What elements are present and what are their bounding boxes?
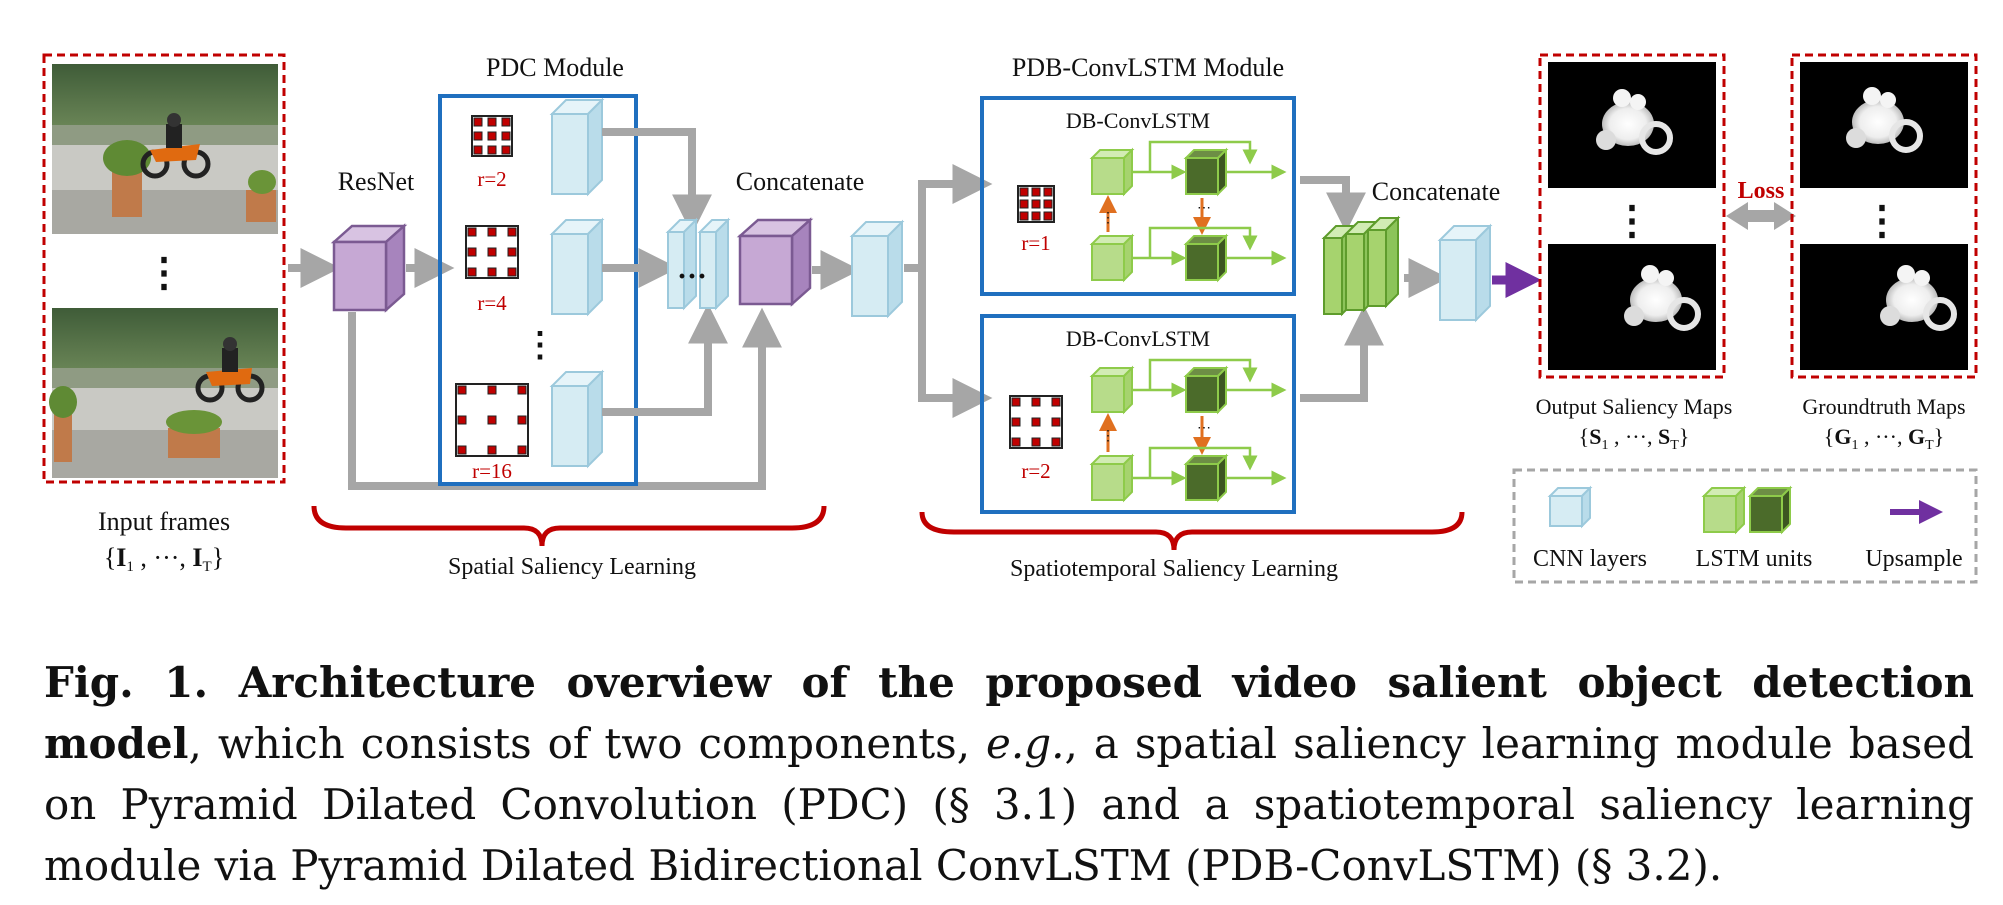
brace-spatiotemporal-label: Spatiotemporal Saliency Learning <box>1010 556 1338 582</box>
pdc-rate-4: r=4 <box>477 291 507 315</box>
pdc-ellipsis: ⋮ <box>523 327 557 364</box>
concat-stack-1: ··· <box>667 219 729 309</box>
input-frames-label: Input frames <box>98 507 230 536</box>
brace-spatial <box>311 505 827 547</box>
svg-text:⋮: ⋮ <box>1101 429 1115 444</box>
output-maps-box <box>1538 53 1726 379</box>
groundtruth-label: Groundtruth Maps <box>1802 394 1965 419</box>
legend: CNN layers LSTM units Upsample <box>1512 468 1978 584</box>
svg-text:⋮: ⋮ <box>1862 198 1902 243</box>
legend-lstm-label: LSTM units <box>1696 546 1813 572</box>
output-saliency-maps: ⋮ Output Saliency Maps {S1 , ···, ST} <box>1536 53 1733 453</box>
dilation-grid-r2 <box>471 115 513 157</box>
pdb-rate-1: r=1 <box>1021 231 1050 255</box>
pdc-branch-cube-3 <box>551 371 603 467</box>
arrow-top-to-concat2 <box>1300 176 1366 233</box>
svg-text:⋮: ⋮ <box>1612 198 1652 243</box>
arrow-branch3-to-concat <box>602 303 728 416</box>
output-maps-set: {S1 , ···, ST} <box>1579 424 1690 453</box>
concatenate-label-2: Concatenate <box>1372 177 1501 206</box>
lstm-light-top-1 <box>1091 149 1133 195</box>
dbconvlstm-bottom-box <box>980 314 1296 514</box>
legend-cnn-label: CNN layers <box>1533 546 1647 572</box>
pdb-rate-2: r=2 <box>1021 459 1050 483</box>
figure-caption: Fig. 1. Architecture overview of the pro… <box>44 652 1974 896</box>
caption-title: Fig. 1. Architecture overview of the pro… <box>44 658 1974 768</box>
legend-upsample-label: Upsample <box>1865 546 1962 572</box>
legend-lstm-icon <box>1703 487 1791 533</box>
pdc-rate-2: r=2 <box>477 167 506 191</box>
groundtruth-maps: ⋮ Groundtruth Maps {G1 , ···, GT} <box>1790 53 1978 453</box>
lstm-light-bottom-1 <box>1091 367 1133 413</box>
final-cnn-cube <box>1439 225 1491 321</box>
arrow-bottom-to-concat2 <box>1300 305 1384 402</box>
lstm-dark-top-1 <box>1185 149 1227 195</box>
dilation-grid-r1 <box>1017 185 1055 223</box>
lstm-light-top-2 <box>1091 235 1133 281</box>
dilation-grid-r4 <box>465 225 519 279</box>
brace-spatiotemporal <box>919 511 1465 551</box>
lstm-light-bottom-2 <box>1091 455 1133 501</box>
dbconvlstm-bottom-title: DB-ConvLSTM <box>1066 326 1210 351</box>
caption-text-2: , a spatial saliency learning module bas… <box>44 719 1974 890</box>
pdc-branch-cube-1 <box>551 99 603 195</box>
input-frames-box <box>42 53 286 484</box>
dbconvlstm-top: DB-ConvLSTM r=1 ⋮ ⋯ <box>980 96 1296 296</box>
legend-box <box>1512 468 1978 584</box>
svg-text:⋮: ⋮ <box>1101 211 1115 226</box>
svg-text:···: ··· <box>677 260 707 293</box>
loss-label: Loss <box>1738 178 1785 204</box>
loss-arrow <box>1726 202 1796 230</box>
dbconvlstm-top-box <box>980 96 1296 296</box>
pdc-branch-cube-2 <box>551 219 603 315</box>
concatenate-label-1: Concatenate <box>736 167 865 196</box>
pdc-rate-16: r=16 <box>472 459 512 483</box>
output-maps-label: Output Saliency Maps <box>1536 394 1733 419</box>
groundtruth-set: {G1 , ···, GT} <box>1824 424 1944 453</box>
concat-purple-cube <box>738 218 812 306</box>
pdc-module-box <box>438 94 638 486</box>
caption-eg: e.g. <box>986 719 1065 768</box>
input-frame-last <box>49 308 278 478</box>
pdb-module-title: PDB-ConvLSTM Module <box>1012 53 1284 82</box>
caption-text-1: , which consists of two components, <box>188 719 987 768</box>
groundtruth-box <box>1790 53 1978 379</box>
input-frames-group: ⋮ Input frames {I1 , ···, IT} <box>42 53 286 575</box>
lstm-dark-top-2 <box>1185 235 1227 281</box>
arrow-branch1-to-concat <box>602 128 712 235</box>
lstm-dark-bottom-2 <box>1185 455 1227 501</box>
groundtruth-map-last <box>1800 244 1968 370</box>
input-frames-ellipsis: ⋮ <box>144 250 184 295</box>
concat-stack-2 <box>1323 217 1399 315</box>
input-frames-set: {I1 , ···, IT} <box>104 543 224 575</box>
arrow-to-dbconvlstm-bottom <box>918 268 993 418</box>
pdc-module-title: PDC Module <box>486 53 624 82</box>
brace-spatial-label: Spatial Saliency Learning <box>448 554 696 580</box>
resnet-block <box>332 224 406 312</box>
svg-text:⋯: ⋯ <box>1197 201 1211 216</box>
dbconvlstm-bottom: DB-ConvLSTM r=2 ⋮ ⋯ <box>980 314 1296 514</box>
dbconvlstm-top-title: DB-ConvLSTM <box>1066 108 1210 133</box>
lstm-dark-bottom-1 <box>1185 367 1227 413</box>
arrow-to-dbconvlstm-top <box>904 164 993 272</box>
svg-text:⋯: ⋯ <box>1197 421 1211 436</box>
spatial-output-cube <box>851 221 903 317</box>
resnet-label: ResNet <box>338 167 415 196</box>
input-frame-first <box>52 64 278 234</box>
legend-cnn-icon <box>1547 485 1593 529</box>
dilation-grid-r2-lstm <box>1009 395 1063 449</box>
dilation-grid-r16 <box>455 383 529 457</box>
